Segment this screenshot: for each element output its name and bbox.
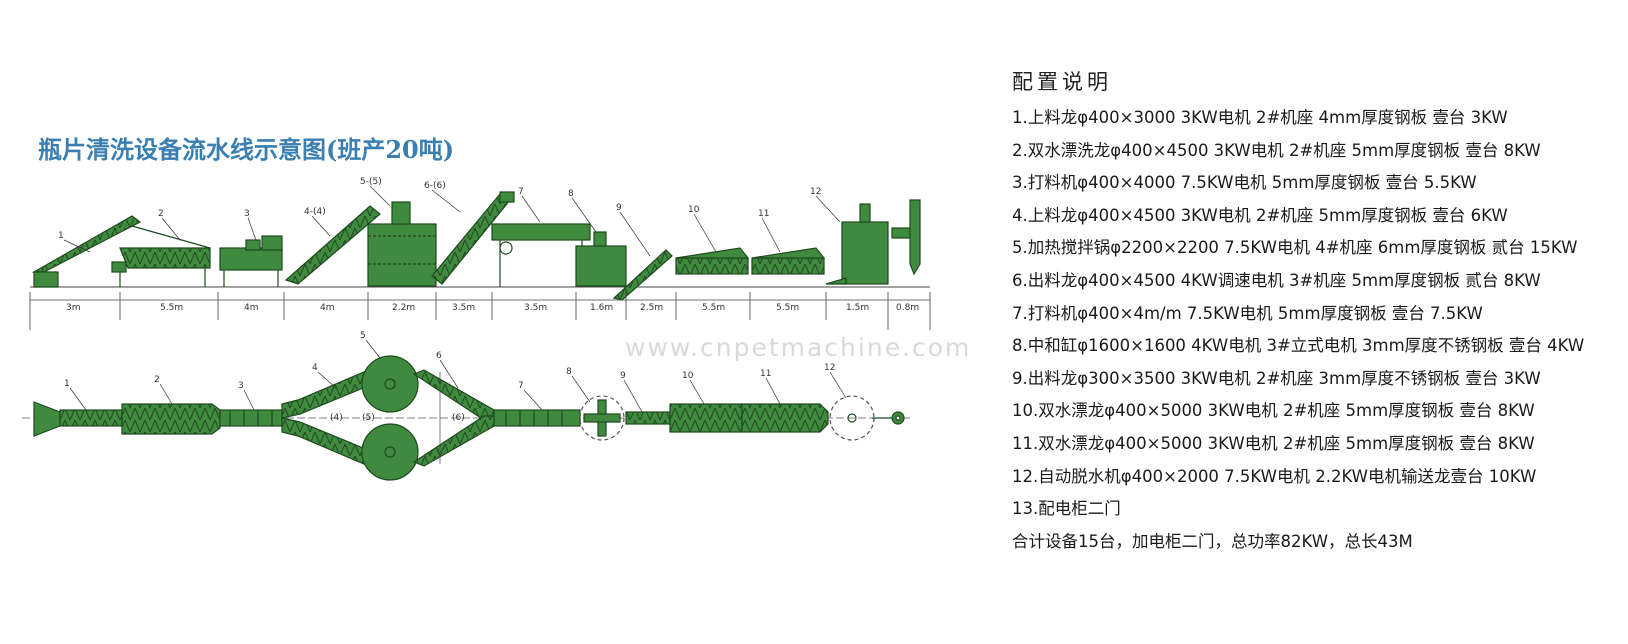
- top-machine-3: [219, 409, 283, 427]
- side-label-8: 8: [568, 189, 574, 199]
- top-machine-2: [121, 403, 221, 435]
- dim-5: 2.2m: [392, 303, 415, 313]
- dim-13: 0.8m: [896, 303, 919, 313]
- config-item-7: 7.打料机φ400×4m/m 7.5KW电机 5mm厚度钢板 壹台 7.5KW: [1012, 303, 1483, 323]
- dim-11: 5.5m: [776, 303, 799, 313]
- config-item-3: 3.打料机φ400×4000 7.5KW电机 5mm厚度钢板 壹台 5.5KW: [1012, 173, 1477, 193]
- top-label-10: 10: [682, 371, 694, 381]
- machine-12-dewatering: [841, 221, 889, 285]
- top-machine-10: [669, 403, 743, 433]
- top-label-4b: (4): [330, 413, 343, 423]
- side-label-1: 1: [58, 231, 64, 241]
- dim-1: 3m: [66, 303, 81, 313]
- side-label-7: 7: [518, 187, 524, 197]
- top-label-5b: (5): [362, 413, 375, 423]
- config-item-5: 5.加热搅拌锅φ2200×2200 7.5KW电机 4#机座 6mm厚度钢板 贰…: [1012, 238, 1578, 258]
- side-label-2: 2: [158, 209, 164, 219]
- top-machine-1: [33, 401, 61, 437]
- dim-9: 2.5m: [640, 303, 663, 313]
- top-label-3: 3: [238, 381, 244, 391]
- top-label-11: 11: [760, 369, 771, 379]
- config-item-12: 12.自动脱水机φ400×2000 7.5KW电机 2.2KW电机输送龙壹台 1…: [1012, 466, 1537, 486]
- config-item-6: 6.出料龙φ400×4500 4KW调速电机 3#机座 5mm厚度钢板 贰台 8…: [1012, 270, 1541, 290]
- top-view-labels: 1 2 3 4 5 6 7 8 9 10 11 12 (4) (5) (6): [64, 331, 835, 423]
- side-label-4: 4-(4): [304, 207, 326, 217]
- top-machine-9: [625, 411, 671, 425]
- side-label-9: 9: [616, 203, 622, 213]
- config-item-2: 2.双水漂洗龙φ400×4500 3KW电机 2#机座 5mm厚度钢板 壹台 8…: [1012, 140, 1541, 160]
- config-panel: 配置说明 1.上料龙φ400×3000 3KW电机 2#机座 4mm厚度钢板 壹…: [1012, 66, 1612, 558]
- config-total: 合计设备15台，加电柜二门，总功率82KW，总长43M: [1012, 531, 1413, 551]
- side-label-12: 12: [810, 187, 821, 197]
- top-label-6b: (6): [452, 413, 465, 423]
- machine-9-discharge-conveyor: [612, 249, 673, 301]
- config-item-10: 10.双水漂龙φ400×5000 3KW电机 2#机座 5mm厚度钢板 壹台 8…: [1012, 401, 1535, 421]
- watermark: www.cnpetmachine.com: [625, 333, 972, 362]
- side-label-6: 6-(6): [424, 181, 446, 191]
- side-label-10: 10: [688, 205, 700, 215]
- dim-4: 4m: [320, 303, 335, 313]
- top-machine-5b: [361, 423, 419, 481]
- top-label-9: 9: [620, 371, 626, 381]
- machine-4-feed-conveyor: [284, 205, 381, 285]
- machine-2-rinse-washer: [119, 247, 211, 269]
- diagram-title: 瓶片清洗设备流水线示意图(班产20吨): [38, 135, 455, 164]
- machine-3-crusher: [219, 247, 283, 271]
- top-label-8: 8: [566, 367, 572, 377]
- top-machine-7: [493, 409, 581, 427]
- top-machine-11: [741, 403, 829, 433]
- machine-8-neutralizing-tank: [575, 245, 627, 287]
- top-machine-8: [579, 395, 625, 441]
- config-item-13: 13.配电柜二门: [1012, 499, 1121, 519]
- top-label-7: 7: [518, 381, 524, 391]
- dim-10: 5.5m: [702, 303, 725, 313]
- dim-12: 1.5m: [846, 303, 869, 313]
- side-label-5: 5-(5): [360, 177, 382, 187]
- top-label-12: 12: [824, 363, 835, 373]
- side-label-11: 11: [758, 209, 769, 219]
- process-diagram: 1 2 3 4-(4) 5-(5) 6-(6) 7 8 9 10 11 12 3…: [22, 177, 931, 481]
- config-list: 1.上料龙φ400×3000 3KW电机 2#机座 4mm厚度钢板 壹台 3KW…: [1012, 102, 1612, 526]
- dim-7: 3.5m: [524, 303, 547, 313]
- dim-8: 1.6m: [590, 303, 613, 313]
- config-item-1: 1.上料龙φ400×3000 3KW电机 2#机座 4mm厚度钢板 壹台 3KW: [1012, 108, 1508, 127]
- config-item-8: 8.中和缸φ1600×1600 4KW电机 3#立式电机 3mm厚度不锈钢板 壹…: [1012, 336, 1585, 356]
- config-item-4: 4.上料龙φ400×4500 3KW电机 2#机座 5mm厚度钢板 壹台 6KW: [1012, 205, 1508, 225]
- machine-5-heating-tank: [367, 223, 437, 287]
- machine-11-rinse: [751, 257, 825, 275]
- top-view: [22, 339, 910, 481]
- config-item-9: 9.出料龙φ300×3500 3KW电机 2#机座 3mm厚度不锈钢板 壹台 3…: [1012, 368, 1541, 388]
- top-label-6: 6: [436, 351, 442, 361]
- side-view-labels: 1 2 3 4-(4) 5-(5) 6-(6) 7 8 9 10 11 12: [58, 177, 821, 241]
- top-machine-4: [281, 371, 369, 419]
- top-machine-5a: [361, 355, 419, 413]
- top-machine-4b: [281, 417, 369, 465]
- top-label-2: 2: [154, 375, 160, 385]
- side-view: [29, 185, 931, 330]
- dim-3: 4m: [244, 303, 259, 313]
- top-machine-6b: [412, 415, 495, 467]
- config-heading: 配置说明: [1012, 70, 1112, 94]
- machine-7-crusher: [491, 223, 591, 241]
- side-label-3: 3: [244, 209, 250, 219]
- dim-2: 5.5m: [160, 303, 183, 313]
- top-label-1: 1: [64, 379, 70, 389]
- dim-6: 3.5m: [452, 303, 475, 313]
- side-view-dimensions: 3m 5.5m 4m 4m 2.2m 3.5m 3.5m 1.6m 2.5m 5…: [66, 303, 919, 313]
- top-label-4: 4: [312, 363, 318, 373]
- top-label-5: 5: [360, 331, 366, 341]
- config-item-11: 11.双水漂龙φ400×5000 3KW电机 2#机座 5mm厚度钢板 壹台 8…: [1012, 433, 1535, 453]
- machine-10-rinse: [675, 257, 749, 275]
